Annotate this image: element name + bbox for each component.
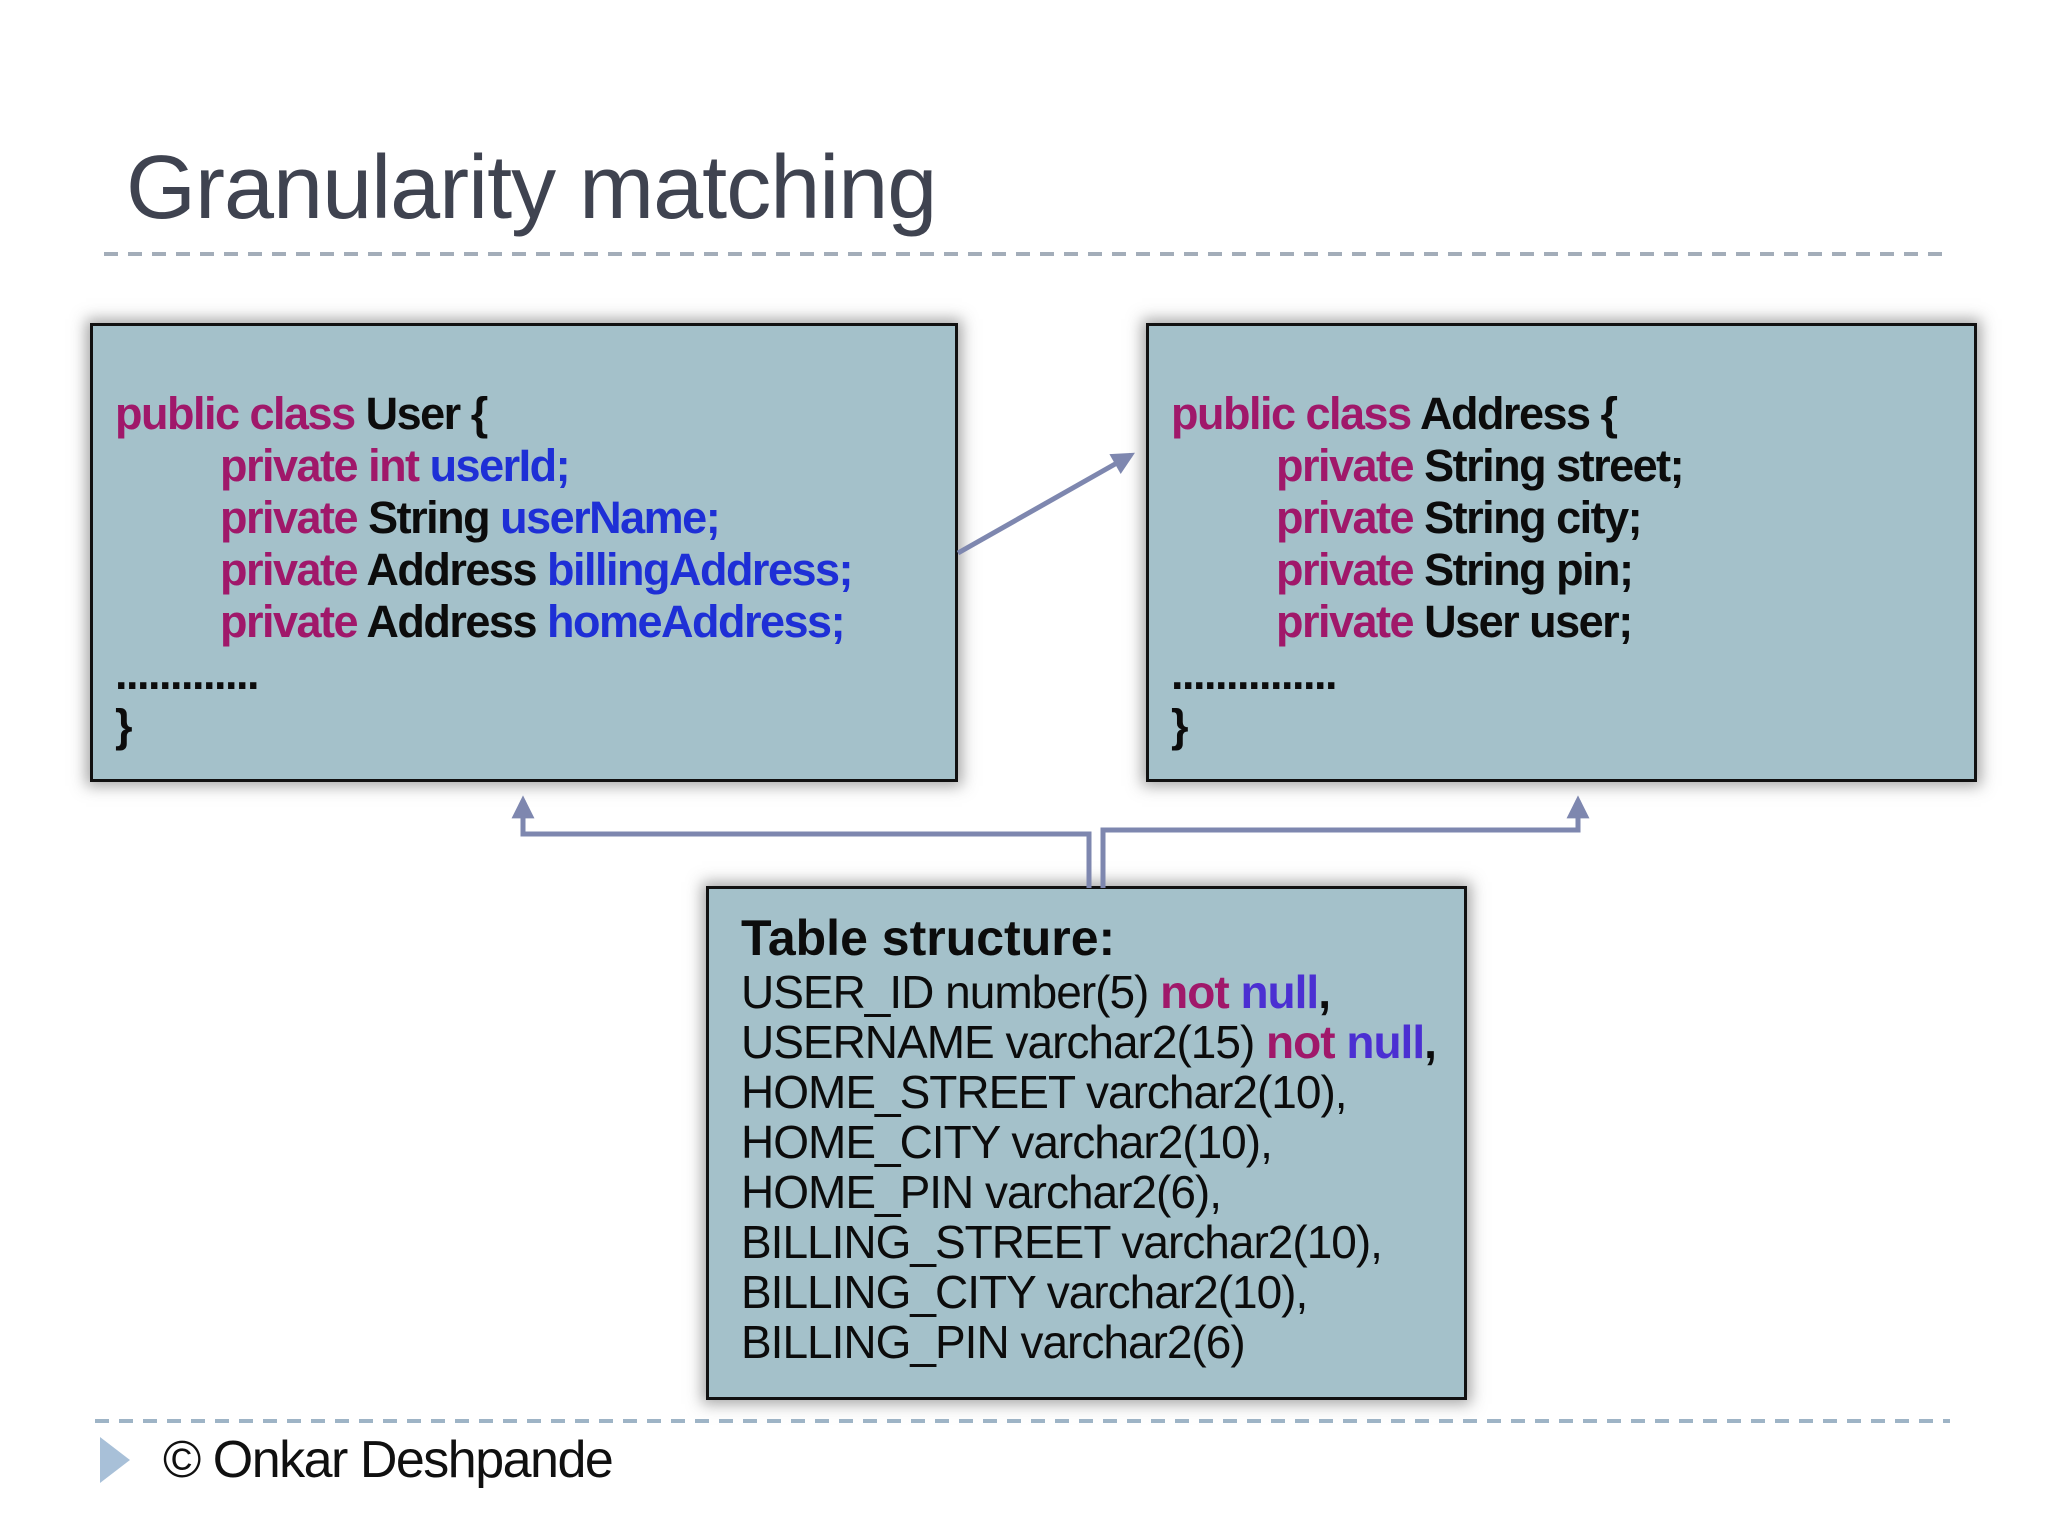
user-class-code-box: public class User {private int userId;pr… (90, 323, 958, 782)
code-token: private int (220, 440, 430, 491)
association-arrow-user-to-address (956, 452, 1135, 556)
code-token: userName; (500, 492, 721, 543)
code-token: billingAddress; (546, 544, 854, 595)
table-structure-columns: USER_ID number(5) not null,USERNAME varc… (741, 967, 1452, 1367)
code-token: null (1346, 1016, 1425, 1068)
code-token: ............. (115, 648, 260, 699)
code-token: homeAddress; (546, 596, 846, 647)
code-token: null (1240, 966, 1319, 1018)
code-token: BILLING_CITY varchar2(10), (741, 1266, 1308, 1318)
code-line: BILLING_PIN varchar2(6) (741, 1317, 1452, 1367)
code-token: private (1276, 440, 1425, 491)
code-token: private (1276, 544, 1425, 595)
code-line: private Address billingAddress; (115, 544, 941, 596)
code-token: , (1318, 966, 1331, 1018)
code-line: ............. (115, 648, 941, 700)
code-token: } (1171, 700, 1189, 751)
code-line: private String city; (1171, 492, 1960, 544)
code-token: User user; (1424, 596, 1633, 647)
code-line: private int userId; (115, 440, 941, 492)
code-line: BILLING_CITY varchar2(10), (741, 1267, 1452, 1317)
footer-credit: © Onkar Deshpande (163, 1431, 614, 1489)
footer-divider-dashed-line (95, 1419, 1950, 1423)
code-token: String pin; (1424, 544, 1634, 595)
code-token: USER_ID number(5) (741, 966, 1161, 1018)
code-token: private (1276, 492, 1425, 543)
address-class-code-box: public class Address {private String str… (1146, 323, 1977, 782)
code-token: HOME_PIN varchar2(6), (741, 1166, 1222, 1218)
code-token: HOME_CITY varchar2(10), (741, 1116, 1273, 1168)
code-line: HOME_PIN varchar2(6), (741, 1167, 1452, 1217)
code-token: HOME_STREET varchar2(10), (741, 1066, 1348, 1118)
code-line: private String street; (1171, 440, 1960, 492)
code-token: String (368, 492, 501, 543)
connector-table-to-address-arrow (1100, 795, 1590, 888)
code-line: } (1171, 700, 1960, 752)
code-line: private User user; (1171, 596, 1960, 648)
code-token: Address { (1419, 388, 1618, 439)
title-divider-dashed-line (104, 252, 1945, 256)
code-token: userId; (429, 440, 571, 491)
code-token: BILLING_PIN varchar2(6) (741, 1316, 1246, 1368)
code-token: public class (115, 388, 366, 439)
code-token: BILLING_STREET varchar2(10), (741, 1216, 1383, 1268)
code-line: USER_ID number(5) not null, (741, 967, 1452, 1017)
code-line: private Address homeAddress; (115, 596, 941, 648)
code-token: private (220, 544, 367, 595)
code-line: public class Address { (1171, 388, 1960, 440)
code-token: } (115, 700, 133, 751)
code-token: String street; (1424, 440, 1685, 491)
code-token: Address (366, 544, 547, 595)
code-line: USERNAME varchar2(15) not null, (741, 1017, 1452, 1067)
code-token: not (1160, 966, 1241, 1018)
code-line: BILLING_STREET varchar2(10), (741, 1217, 1452, 1267)
connector-table-to-user-arrow (511, 795, 1092, 888)
code-token: public class (1171, 388, 1420, 439)
code-token: , (1424, 1016, 1437, 1068)
footer-triangle-bullet-icon (100, 1437, 130, 1483)
code-line: HOME_CITY varchar2(10), (741, 1117, 1452, 1167)
code-token: User { (365, 388, 489, 439)
user-class-code: public class User {private int userId;pr… (115, 388, 941, 752)
code-line: } (115, 700, 941, 752)
code-token: ............... (1171, 648, 1338, 699)
code-line: private String pin; (1171, 544, 1960, 596)
address-class-code: public class Address {private String str… (1171, 388, 1960, 752)
code-token: not (1266, 1016, 1347, 1068)
code-line: private String userName; (115, 492, 941, 544)
table-structure-box: Table structure: USER_ID number(5) not n… (706, 886, 1467, 1400)
code-token: Address (366, 596, 547, 647)
code-token: String city; (1424, 492, 1643, 543)
code-token: USERNAME varchar2(15) (741, 1016, 1267, 1068)
code-line: public class User { (115, 388, 941, 440)
code-token: private (220, 596, 367, 647)
code-token: private (1276, 596, 1425, 647)
code-line: HOME_STREET varchar2(10), (741, 1067, 1452, 1117)
table-structure-heading: Table structure: (741, 910, 1116, 966)
code-token: private (220, 492, 369, 543)
code-line: ............... (1171, 648, 1960, 700)
slide-title: Granularity matching (126, 138, 937, 238)
